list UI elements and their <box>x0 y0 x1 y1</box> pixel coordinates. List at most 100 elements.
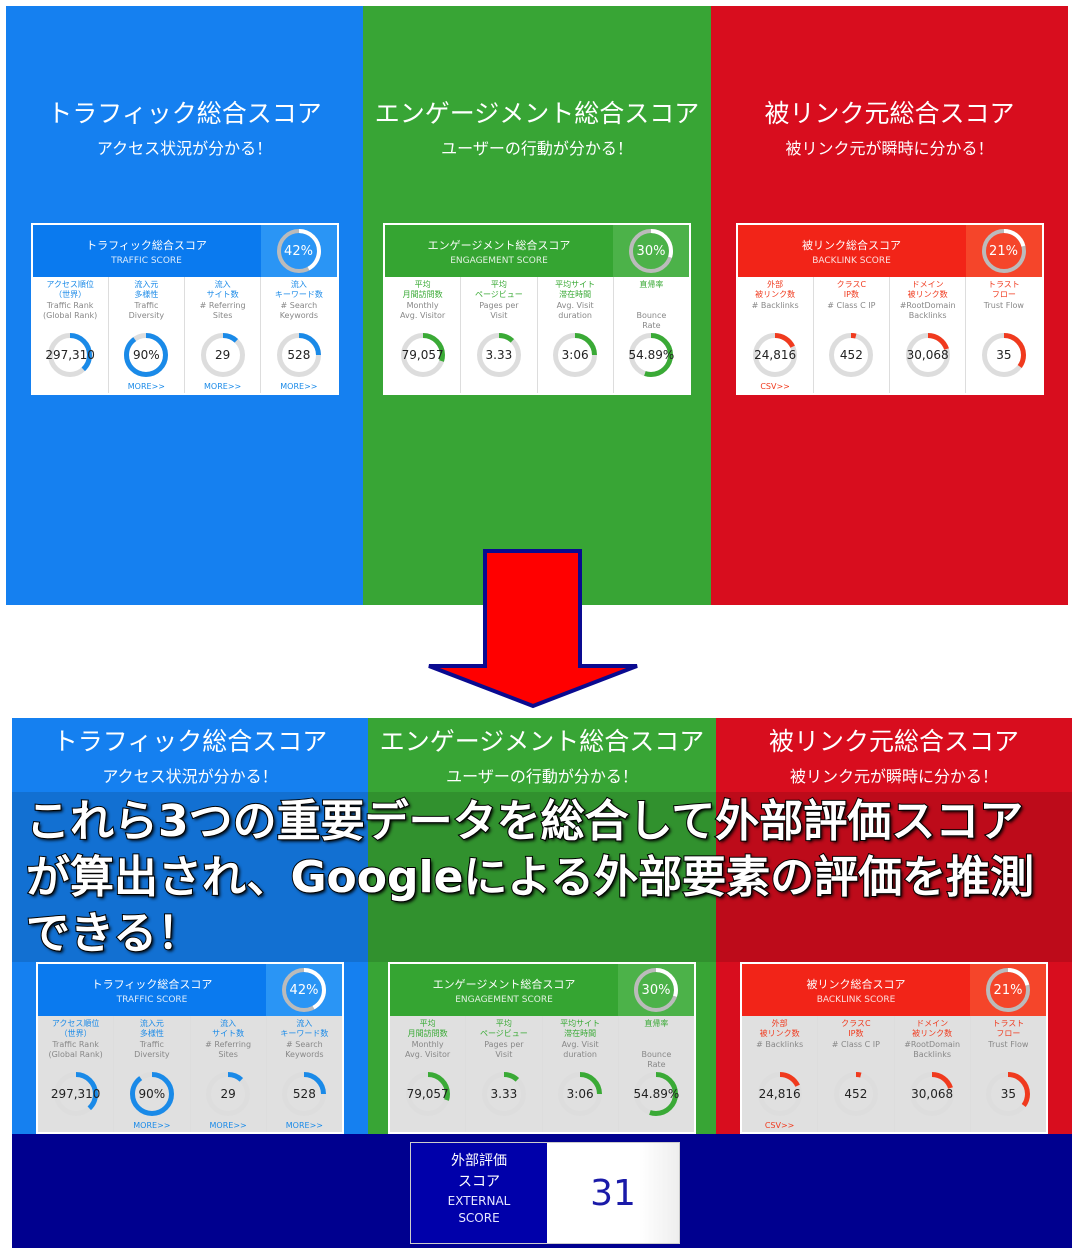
overall-score-value: 30% <box>641 982 671 998</box>
metric-label-jp: 平均 ページビュー <box>474 280 523 299</box>
metric-link[interactable]: MORE>> <box>133 1121 171 1130</box>
metric-link[interactable]: MORE>> <box>209 1121 247 1130</box>
metric-label-jp: 外部 被リンク数 <box>759 1019 800 1038</box>
panel-title: トラフィック総合スコア <box>52 727 328 756</box>
metric-value: 24,816 <box>758 1087 801 1101</box>
metric-value: 3.33 <box>485 348 513 362</box>
metric-link[interactable]: MORE>> <box>204 382 242 391</box>
metric-ring: 3:06 <box>553 333 598 377</box>
progress-ring <box>553 333 598 377</box>
score-card-title-en: TRAFFIC SCORE <box>111 255 182 266</box>
metric-label-en: # Class C IP <box>827 301 876 310</box>
metric-label-jp: ドメイン 被リンク数 <box>907 280 948 299</box>
metric-label-en: Avg. Visit duration <box>561 1040 599 1059</box>
panel-subtitle: ユーザーの行動が分かる！ <box>441 139 633 158</box>
overall-score: 30% <box>618 964 694 1016</box>
metric-label-jp: 流入 サイト数 <box>212 1019 245 1038</box>
score-card-title-jp: エンゲージメント総合スコア <box>427 238 571 252</box>
metric-label-jp: 平均 月間訪問数 <box>402 280 443 299</box>
metric-ring: 30,068 <box>905 333 950 377</box>
metric-label-en: Monthly Avg. Visitor <box>405 1040 451 1059</box>
metric-value: 79,057 <box>401 348 444 362</box>
ring-fill <box>481 1072 526 1116</box>
metric-value: 452 <box>844 1087 868 1101</box>
metric-label-en: Bounce Rate <box>636 311 667 330</box>
metric-value: 35 <box>1000 1087 1017 1101</box>
panel-title: エンゲージメント総合スコア <box>374 99 700 128</box>
ring-fill <box>753 333 798 377</box>
metric-ring: 54.89% <box>628 333 674 377</box>
metric-ring: 24,816 <box>757 1072 802 1116</box>
metric-link[interactable]: MORE>> <box>285 1121 323 1130</box>
metric-label-jp: アクセス順位 （世界） <box>46 280 94 299</box>
metric-ring: 3.33 <box>481 1072 526 1116</box>
overall-score-value: 42% <box>289 982 319 998</box>
metric-link[interactable]: CSV>> <box>764 1121 795 1130</box>
score-card-title-en: TRAFFIC SCORE <box>116 994 188 1005</box>
overall-score: 21% <box>970 964 1046 1016</box>
progress-ring <box>757 1072 802 1116</box>
metric-value: 30,068 <box>911 1087 954 1101</box>
metric-label-en: Traffic Diversity <box>128 301 165 320</box>
progress-ring <box>629 333 674 377</box>
metric-label-jp: 流入元 多様性 <box>139 1019 164 1038</box>
metric-ring: 528 <box>282 1072 327 1116</box>
panel-subtitle: アクセス状況が分かる！ <box>102 767 278 786</box>
metric-label-en: # Search Keywords <box>285 1040 324 1059</box>
progress-ring <box>206 1072 251 1116</box>
ring-fill <box>276 229 321 273</box>
external-score-title-jp: 外部評価 <box>451 1153 507 1169</box>
progress-ring <box>481 1072 526 1116</box>
metric-label-jp: 平均サイト 滞在時間 <box>555 280 596 299</box>
metric-label-jp: トラスト フロー <box>992 1019 1025 1038</box>
metric-label-jp: 流入 キーワード数 <box>280 1019 329 1038</box>
metric-ring: 30,068 <box>910 1072 955 1116</box>
metric-label-en: Trust Flow <box>988 1040 1029 1049</box>
overall-score: 42% <box>260 225 337 277</box>
progress-ring <box>400 333 445 377</box>
panel-title: トラフィック総合スコア <box>47 99 322 128</box>
ring-fill <box>476 333 521 377</box>
ring-fill <box>282 1072 327 1116</box>
metric-label-jp: 流入 キーワード数 <box>274 280 323 299</box>
metric-value: 35 <box>996 348 1012 362</box>
metric-link[interactable]: MORE>> <box>127 382 165 391</box>
panel-title: 被リンク元総合スコア <box>768 727 1019 756</box>
metrics-row: アクセス順位 （世界）Traffic Rank (Global Rank)297… <box>33 277 337 393</box>
metric-ring: 297,310 <box>45 333 95 377</box>
progress-ring <box>634 1072 679 1116</box>
metric-link[interactable]: MORE>> <box>280 382 318 391</box>
metric-value: 90% <box>138 1087 166 1101</box>
metric-ring: 35 <box>981 333 1026 377</box>
progress-ring <box>53 1072 98 1116</box>
metric-ring: 54.89% <box>633 1072 679 1116</box>
progress-ring <box>753 333 798 377</box>
overall-score: 30% <box>613 225 689 277</box>
progress-ring <box>833 1072 878 1116</box>
metric-link[interactable]: CSV>> <box>760 382 790 391</box>
ring-fill <box>48 333 93 377</box>
metric-label-en: #RootDomain Backlinks <box>904 1040 961 1059</box>
